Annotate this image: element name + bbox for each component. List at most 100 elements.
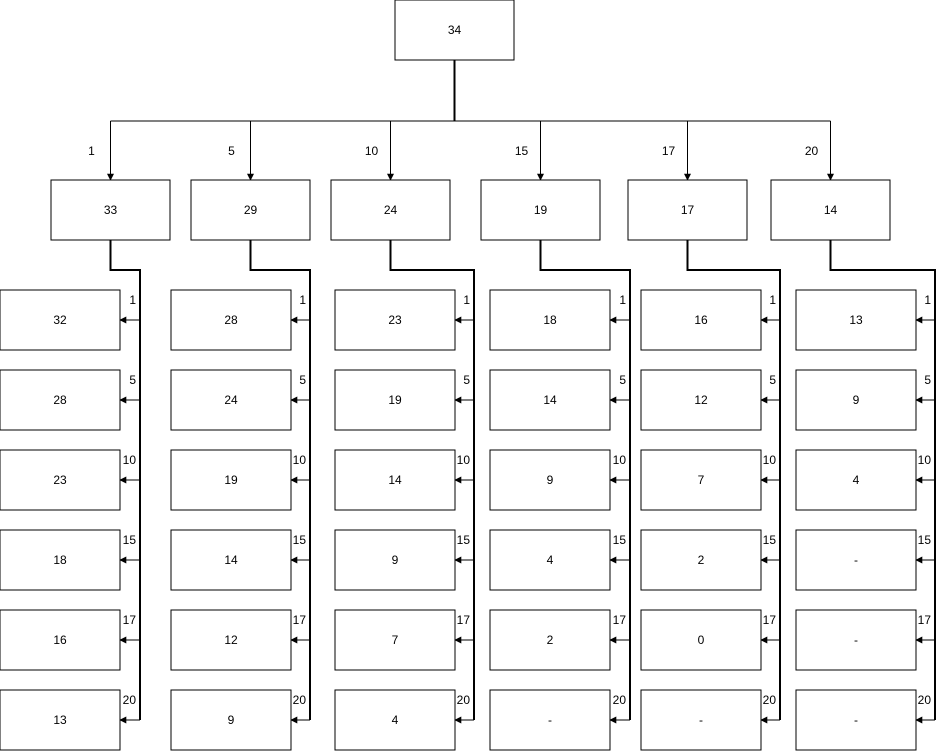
child-edge-label: 20 bbox=[293, 693, 307, 707]
child-node-box bbox=[170, 289, 292, 351]
child-node-box bbox=[640, 689, 762, 751]
child-node-box bbox=[170, 609, 292, 671]
child-node: 9 bbox=[170, 689, 292, 751]
child-bus-line bbox=[109, 240, 141, 720]
child-node-box bbox=[795, 289, 917, 351]
child-node: 14 bbox=[489, 369, 611, 431]
child-edge-label: 1 bbox=[463, 293, 470, 307]
child-node: 4 bbox=[795, 449, 917, 511]
child-edge-label: 15 bbox=[457, 533, 471, 547]
child-node-label: - bbox=[854, 633, 858, 647]
child-edge-label: 5 bbox=[769, 373, 776, 387]
child-node: 7 bbox=[640, 449, 762, 511]
child-node-box bbox=[640, 529, 762, 591]
child-node-label: 0 bbox=[698, 633, 705, 647]
child-node: 9 bbox=[795, 369, 917, 431]
child-edge-label: 5 bbox=[619, 373, 626, 387]
child-edge-label: 20 bbox=[123, 693, 137, 707]
child-node: 4 bbox=[489, 529, 611, 591]
child-node-label: 7 bbox=[698, 473, 705, 487]
child-node-box bbox=[334, 369, 456, 431]
child-node-label: 19 bbox=[388, 393, 402, 407]
child-node-label: 14 bbox=[224, 553, 238, 567]
level1-node-label: 24 bbox=[384, 203, 398, 217]
child-bus-line bbox=[829, 240, 936, 720]
level1-node-label: 29 bbox=[244, 203, 258, 217]
level1-node: 14 bbox=[770, 179, 891, 241]
child-edge-label: 5 bbox=[463, 373, 470, 387]
child-node-label: 14 bbox=[388, 473, 402, 487]
child-node: 32 bbox=[0, 289, 121, 351]
child-node-box bbox=[640, 609, 762, 671]
child-node: - bbox=[795, 529, 917, 591]
child-node: - bbox=[795, 689, 917, 751]
child-node-label: 18 bbox=[543, 313, 557, 327]
child-node-box bbox=[0, 609, 121, 671]
child-node: 28 bbox=[170, 289, 292, 351]
level1-node: 17 bbox=[627, 179, 748, 241]
level1-edge-label: 15 bbox=[515, 144, 529, 158]
level1-edge-label: 5 bbox=[228, 144, 235, 158]
child-node-box bbox=[0, 369, 121, 431]
child-node-box bbox=[170, 449, 292, 511]
child-node-box bbox=[334, 609, 456, 671]
child-node-box bbox=[334, 449, 456, 511]
child-node-label: 9 bbox=[547, 473, 554, 487]
child-node-label: 4 bbox=[547, 553, 554, 567]
level1-node-box bbox=[190, 179, 311, 241]
child-edge-label: 5 bbox=[299, 373, 306, 387]
child-node-label: - bbox=[854, 713, 858, 727]
child-node: 7 bbox=[334, 609, 456, 671]
child-node-label: 16 bbox=[694, 313, 708, 327]
level1-node: 24 bbox=[330, 179, 451, 241]
child-node-label: 14 bbox=[543, 393, 557, 407]
child-node-label: 32 bbox=[53, 313, 67, 327]
child-node-box bbox=[489, 369, 611, 431]
child-node-box bbox=[0, 289, 121, 351]
child-node-box bbox=[334, 289, 456, 351]
child-edge-label: 20 bbox=[457, 693, 471, 707]
child-node-label: 24 bbox=[224, 393, 238, 407]
child-node-label: 9 bbox=[853, 393, 860, 407]
child-node-label: 19 bbox=[224, 473, 238, 487]
child-edge-label: 15 bbox=[918, 533, 932, 547]
child-node: 14 bbox=[170, 529, 292, 591]
child-edge-label: 20 bbox=[763, 693, 777, 707]
level1-node-label: 14 bbox=[824, 203, 838, 217]
child-bus-line bbox=[389, 240, 475, 720]
child-node: 23 bbox=[334, 289, 456, 351]
child-node-label: 9 bbox=[228, 713, 235, 727]
child-node: - bbox=[640, 689, 762, 751]
level1-node-box bbox=[330, 179, 451, 241]
child-edge-label: 17 bbox=[123, 613, 137, 627]
level1-edge-label: 10 bbox=[365, 144, 379, 158]
root-node-label: 34 bbox=[448, 23, 462, 37]
level1-node-label: 17 bbox=[681, 203, 695, 217]
level1-edge-label: 1 bbox=[88, 144, 95, 158]
child-edge-label: 17 bbox=[457, 613, 471, 627]
child-node-label: - bbox=[854, 553, 858, 567]
child-node-box bbox=[640, 369, 762, 431]
child-edge-label: 17 bbox=[763, 613, 777, 627]
child-node-label: 12 bbox=[224, 633, 238, 647]
child-edge-label: 10 bbox=[457, 453, 471, 467]
child-edge-label: 10 bbox=[763, 453, 777, 467]
child-edge-label: 10 bbox=[123, 453, 137, 467]
level1-node: 19 bbox=[480, 179, 601, 241]
child-node-box bbox=[489, 609, 611, 671]
child-node-box bbox=[640, 289, 762, 351]
child-edge-label: 15 bbox=[763, 533, 777, 547]
child-node-box bbox=[170, 529, 292, 591]
child-edge-label: 5 bbox=[924, 373, 931, 387]
child-node-box bbox=[170, 689, 292, 751]
child-node: 18 bbox=[489, 289, 611, 351]
child-node-box bbox=[0, 449, 121, 511]
child-node: 9 bbox=[334, 529, 456, 591]
child-edge-label: 20 bbox=[918, 693, 932, 707]
child-node-label: 12 bbox=[694, 393, 708, 407]
child-node: 16 bbox=[640, 289, 762, 351]
level1-node-box bbox=[627, 179, 748, 241]
child-edge-label: 10 bbox=[293, 453, 307, 467]
child-edge-label: 20 bbox=[613, 693, 627, 707]
